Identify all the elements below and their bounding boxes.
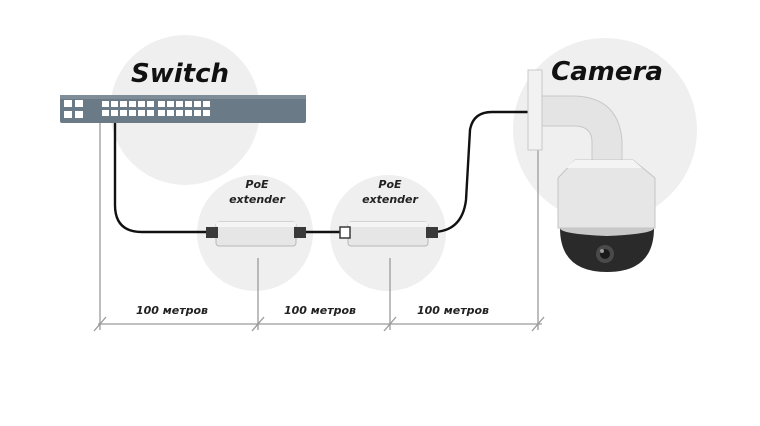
dome-camera-icon xyxy=(527,69,656,272)
extender2-label-line1: PoE xyxy=(378,178,402,191)
ethernet-cable xyxy=(113,108,530,234)
switch-ports xyxy=(102,101,210,116)
extender1-label-line2: extender xyxy=(229,193,285,206)
extender1-label-line1: PoE xyxy=(245,178,269,191)
switch-title: Switch xyxy=(131,59,229,89)
distance-label-3: 100 метров xyxy=(417,304,489,317)
poe-extender-icon xyxy=(339,221,438,247)
network-switch-icon xyxy=(60,95,306,123)
dimension-lines xyxy=(93,122,545,332)
extender2-label-line2: extender xyxy=(362,193,418,206)
distance-label-1: 100 метров xyxy=(136,304,208,317)
poe-extender-icon xyxy=(206,221,306,247)
camera-title: Camera xyxy=(551,57,663,87)
distance-label-2: 100 метров xyxy=(284,304,356,317)
